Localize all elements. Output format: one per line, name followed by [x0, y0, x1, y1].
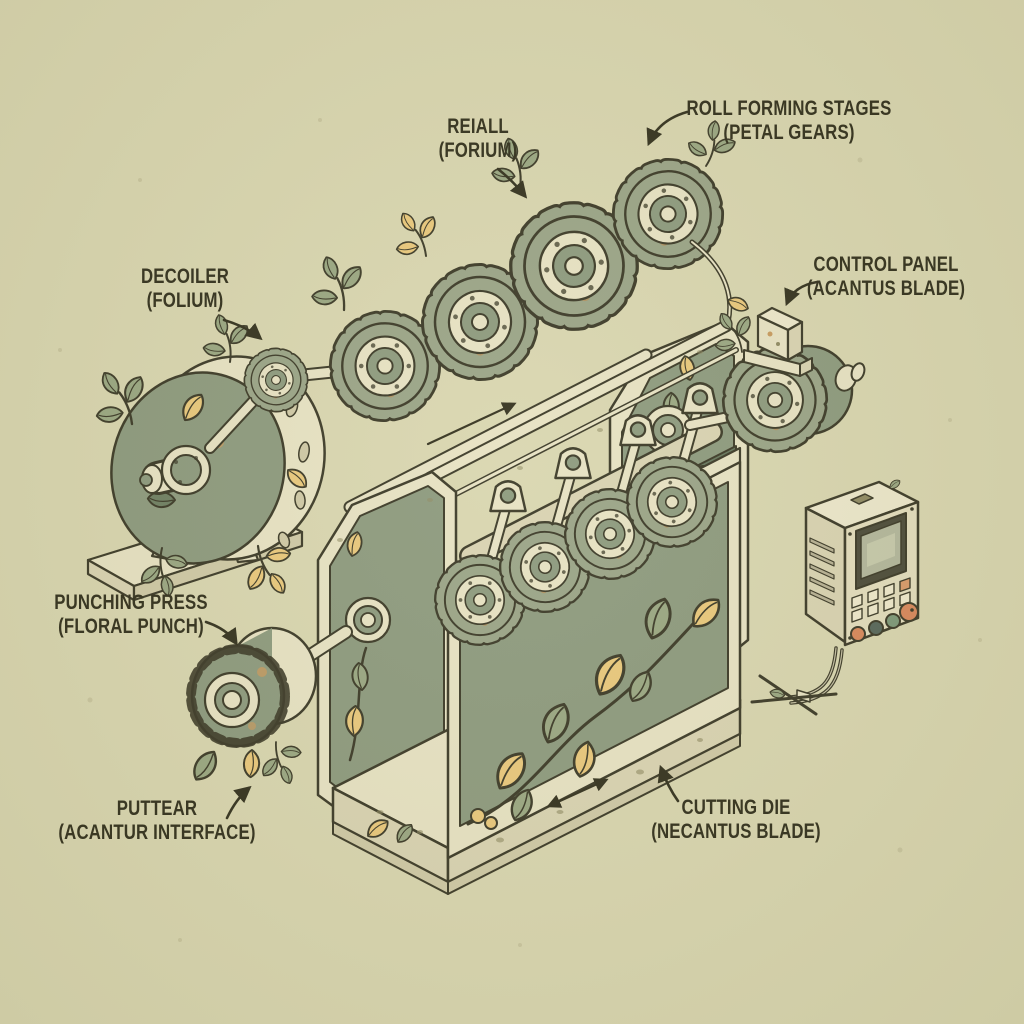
label-roll-forming-stages-line2: (PETAL GEARS) [723, 121, 855, 145]
drive-motor [684, 301, 866, 452]
arrow-cutting-die [657, 764, 680, 803]
label-roll-forming-stages-line1: ROLL FORMING STAGES [686, 97, 892, 120]
train-gear-1 [338, 319, 433, 414]
label-decoiler-line2: (FOLIUM) [146, 289, 224, 313]
control-panel-box [750, 478, 920, 716]
petal-gear-train [204, 116, 740, 454]
label-punching-press-line1: PUNCHING PRESS [54, 591, 208, 614]
punching-press-drum [186, 625, 353, 792]
annotation-arrows [204, 110, 819, 820]
label-puttear: PUTTEAR (ACANTUR INTERFACE) [37, 797, 277, 846]
vine-stem [466, 608, 708, 826]
label-roll-forming-stages: ROLL FORMING STAGES (PETAL GEARS) [669, 97, 909, 146]
label-reiall-line1: REIALL [447, 115, 509, 138]
feed-direction-arrow [426, 402, 517, 446]
decoiler-illustration [77, 307, 326, 608]
label-punching-press-line2: (FLORAL PUNCH) [58, 615, 204, 639]
control-panel-screen [855, 512, 907, 590]
arrow-reiall [496, 167, 528, 199]
strip-travel-arrow [546, 778, 609, 808]
label-reiall-line2: (FORIUM) [438, 139, 518, 163]
label-decoiler-line1: DECOILER [140, 265, 230, 288]
paper-texture-speckles [58, 118, 982, 947]
label-control-panel-line1: CONTROL PANEL [813, 253, 959, 276]
vent-slots [809, 537, 835, 606]
label-cutting-die: CUTTING DIE (NECANTUS BLADE) [616, 796, 856, 845]
arrow-control-panel [784, 280, 819, 307]
roll-stations [441, 382, 724, 639]
label-reiall: REIALL (FORIUM) [398, 115, 558, 164]
control-panel-keypad [851, 577, 911, 623]
arrow-punching-press [204, 620, 238, 646]
panel-cables [750, 646, 844, 716]
arrow-puttear [225, 785, 252, 820]
label-control-panel-line2: (ACANTUS BLADE) [806, 277, 966, 301]
control-panel-buttons [850, 602, 919, 642]
label-puttear-line2: (ACANTUR INTERFACE) [58, 821, 256, 845]
top-rails [343, 319, 733, 514]
label-control-panel: CONTROL PANEL (ACANTUS BLADE) [774, 253, 998, 302]
label-punching-press: PUNCHING PRESS (FLORAL PUNCH) [27, 591, 235, 640]
arrow-decoiler [222, 318, 263, 341]
control-cube [756, 306, 804, 362]
arrow-roll-forming [646, 110, 689, 147]
machine-body [316, 319, 750, 895]
label-cutting-die-line2: (NECANTUS BLADE) [651, 820, 821, 844]
label-cutting-die-line1: CUTTING DIE [681, 796, 791, 819]
label-puttear-line1: PUTTEAR [116, 797, 198, 820]
panel-screws [848, 507, 914, 640]
label-decoiler: DECOILER (FOLIUM) [105, 265, 265, 314]
